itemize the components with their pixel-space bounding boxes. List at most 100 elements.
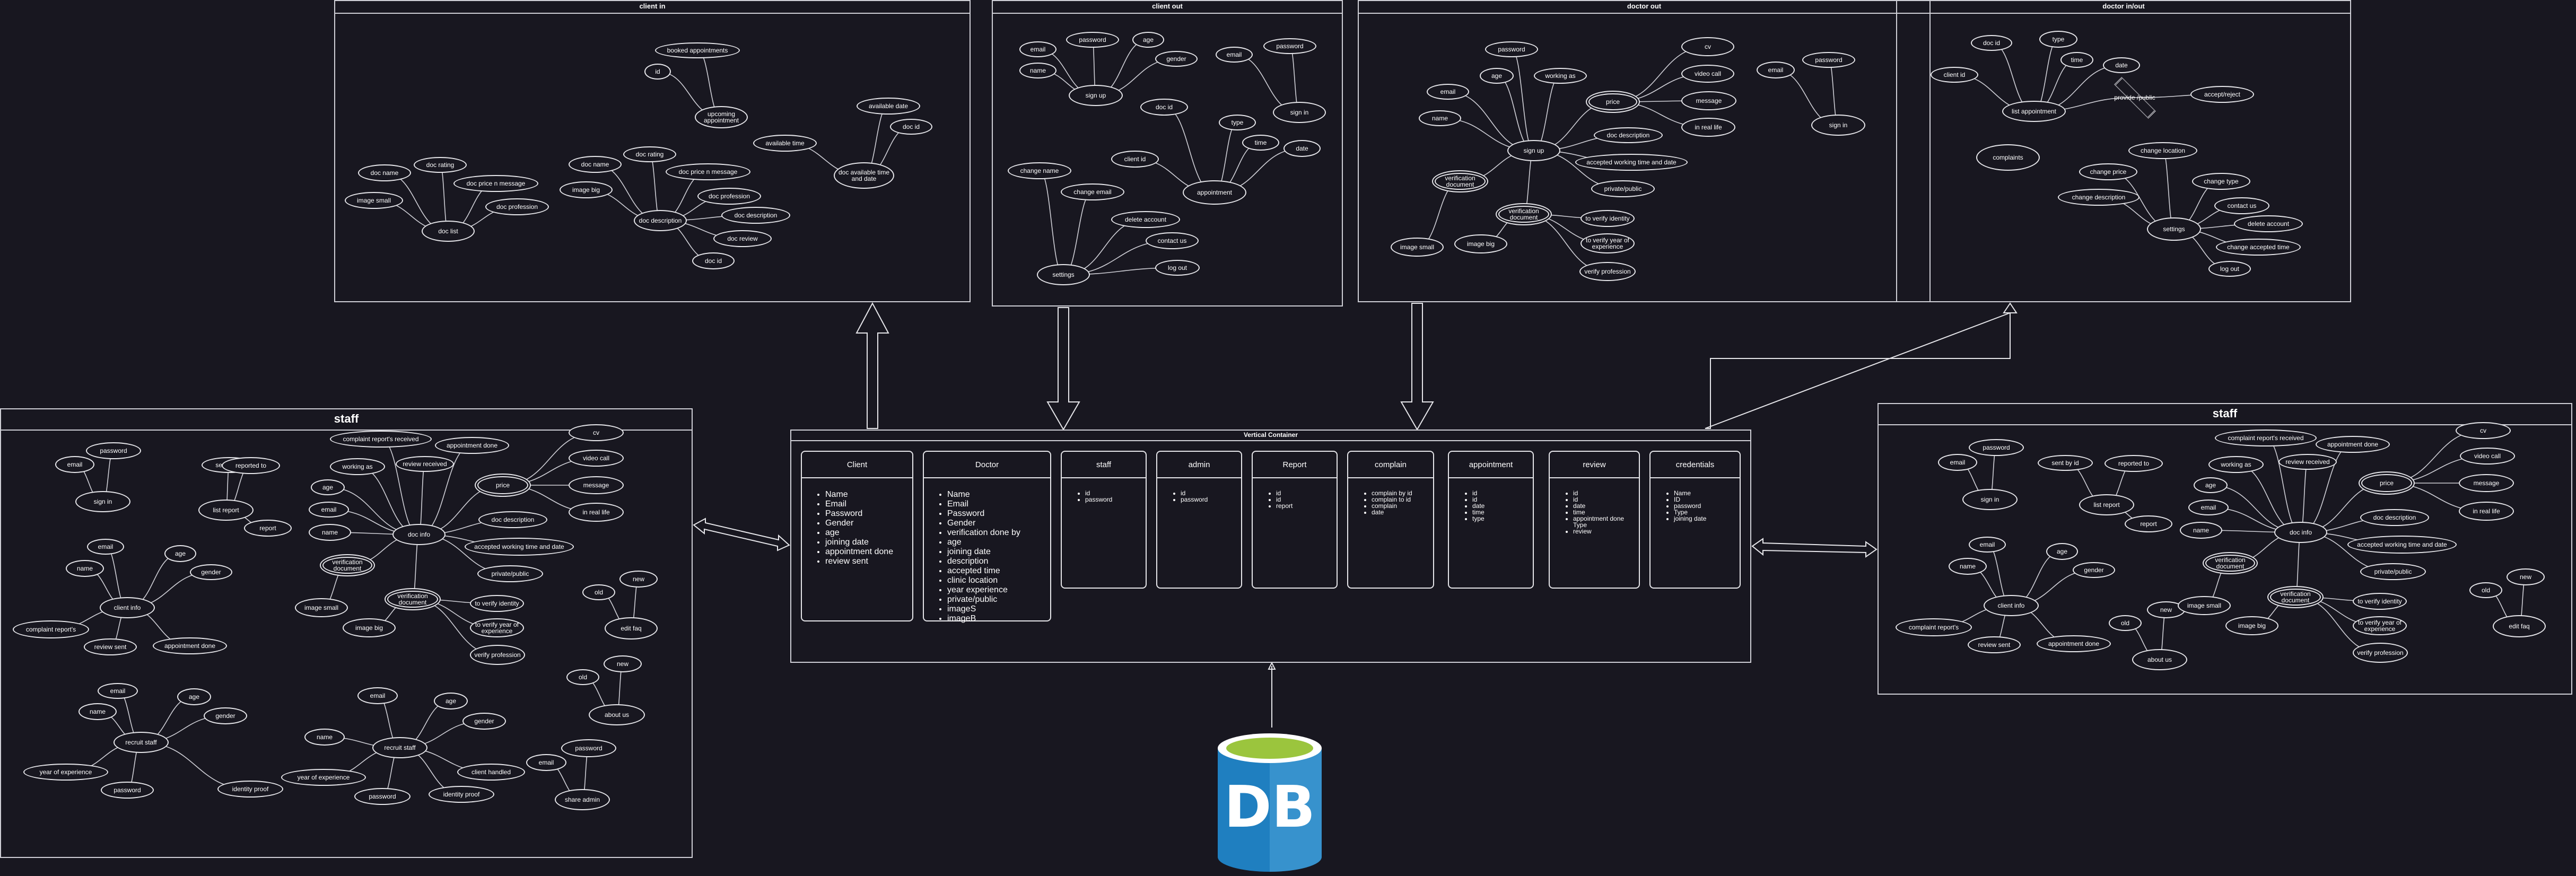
co-type-node: type xyxy=(1219,115,1256,130)
entity-field: year experience xyxy=(947,585,1050,595)
entity-complain-title: complain xyxy=(1348,452,1433,478)
co-email-2-node: email xyxy=(1216,47,1253,63)
co-change-email-node: change email xyxy=(1061,183,1124,200)
client-in-frame: client in xyxy=(334,0,971,302)
entity-field: date xyxy=(1472,503,1533,509)
sl-email-node: email xyxy=(55,456,94,473)
sl-password-3-node: password xyxy=(354,788,411,805)
entity-report: Report ididreport xyxy=(1252,451,1338,589)
arrow-staff-left xyxy=(693,518,790,551)
sr-doc-info-node: doc info xyxy=(2274,522,2327,543)
entity-staff: staff idpassword xyxy=(1061,451,1147,589)
sl-password-4-node: password xyxy=(561,739,616,757)
entity-admin: admin idpassword xyxy=(1156,451,1242,589)
di-provide-public-diamond: provide /public xyxy=(2100,81,2169,115)
entity-field: Email xyxy=(947,500,1050,509)
entity-field: clinic location xyxy=(947,576,1050,585)
entity-field: Email xyxy=(825,500,912,509)
di-change-price-node: change price xyxy=(2079,163,2137,180)
sl-identity-proof-node: identity proof xyxy=(217,781,283,798)
vertical-container-frame: Vertical Container xyxy=(790,430,1751,663)
sr-name-node: name xyxy=(2180,522,2222,539)
sr-doc-description-node: doc description xyxy=(2360,509,2429,526)
sr-reported-to-node: reported to xyxy=(2105,455,2163,472)
di-delete-account-node: delete account xyxy=(2234,215,2303,232)
client-out-frame: client out xyxy=(992,0,1343,306)
entity-field: joining date xyxy=(825,538,912,547)
sl-in-real-life-node: in real life xyxy=(569,503,624,522)
sr-about-us-node: about us xyxy=(2132,649,2187,670)
db-cylinder-body xyxy=(1218,748,1322,872)
sr-old-2-node: old xyxy=(2109,615,2142,631)
co-doc-id-node: doc id xyxy=(1140,99,1188,116)
sl-name-2-node: name xyxy=(66,560,104,577)
sl-email-2-node: email xyxy=(309,502,349,518)
do-private-public-node: private/public xyxy=(1591,180,1655,197)
entity-field: Gender xyxy=(947,519,1050,528)
doctor-out-title: doctor out xyxy=(1359,1,1929,14)
sr-age-2-node: age xyxy=(2046,543,2078,560)
entity-doctor-title: Doctor xyxy=(924,452,1050,478)
arrow-down-doctor-out xyxy=(1400,303,1434,431)
entity-complain-fields: complain by idcomplain to idcomplaindate xyxy=(1348,490,1433,515)
entity-field: imageB xyxy=(947,614,1050,624)
entity-field: time xyxy=(1472,509,1533,515)
sr-password-node: password xyxy=(1969,439,2024,456)
entity-field: age xyxy=(825,528,912,538)
do-password-2-node: password xyxy=(1802,52,1855,68)
sr-client-info-node: client info xyxy=(1984,595,2039,616)
entity-client: Client NameEmailPasswordGenderagejoining… xyxy=(801,451,913,621)
sl-gender-2-node: gender xyxy=(204,707,247,724)
entity-field: Gender xyxy=(825,519,912,528)
sl-age-node: age xyxy=(311,479,345,495)
doctor-in-frame: doctor in/out xyxy=(1896,0,2351,302)
sr-age-node: age xyxy=(2194,477,2228,493)
sl-client-handled-node: client handled xyxy=(457,764,525,781)
vertical-container-title: Vertical Container xyxy=(791,431,1750,441)
entity-field: password xyxy=(1674,503,1740,509)
doc-id-2-node: doc id xyxy=(890,119,932,135)
entity-staff-title: staff xyxy=(1062,452,1146,478)
co-name-node: name xyxy=(1019,63,1056,78)
do-working-as-node: working as xyxy=(1534,68,1587,84)
do-name-node: name xyxy=(1419,110,1461,126)
doctor-in-title: doctor in/out xyxy=(1897,1,2350,14)
booked-appointments-node: booked appointments xyxy=(655,42,740,58)
entity-field: id xyxy=(1573,496,1639,503)
doc-id-node: doc id xyxy=(692,252,735,269)
sl-doc-info-node: doc info xyxy=(392,524,446,545)
entity-admin-fields: idpassword xyxy=(1157,490,1241,503)
entity-field: id xyxy=(1472,490,1533,496)
arrow-db-head xyxy=(1268,661,1276,670)
do-price-node: price xyxy=(1588,93,1637,110)
sl-cv-node: cv xyxy=(569,424,624,441)
sr-private-public-node: private/public xyxy=(2360,563,2426,580)
do-in-real-life-node: in real life xyxy=(1681,118,1735,137)
staff-left-frame: staff xyxy=(0,408,693,858)
entity-field: id xyxy=(1085,490,1146,496)
do-password-node: password xyxy=(1485,41,1538,57)
sr-edit-faq-node: edit faq xyxy=(2493,615,2546,637)
sr-working-as-node: working as xyxy=(2208,456,2264,473)
sl-recruit-staff-2-node: recruit staff xyxy=(372,737,427,758)
co-signup-node: sign up xyxy=(1069,85,1123,106)
sr-sign-in-node: sign in xyxy=(1962,489,2018,510)
entity-field: description xyxy=(947,557,1050,566)
staff-left-title: staff xyxy=(1,409,692,431)
do-verification-document-node: verification document xyxy=(1435,173,1486,190)
co-change-name-node: change name xyxy=(1008,162,1071,179)
doc-profession-2-node: doc profession xyxy=(697,188,761,205)
sr-to-verify-year-node: to verify year of experience xyxy=(2353,616,2407,635)
co-time-node: time xyxy=(1242,135,1279,151)
entity-field: appointment done Type xyxy=(1573,515,1639,528)
entity-field: time xyxy=(1573,509,1639,515)
entity-field: imageS xyxy=(947,605,1050,614)
arrow-doctor-in-unused xyxy=(1705,302,2018,429)
di-log-out-node: log out xyxy=(2208,261,2251,277)
doc-name-node: doc name xyxy=(358,164,411,181)
sl-edit-faq-node: edit faq xyxy=(605,617,658,640)
do-email-2-node: email xyxy=(1757,62,1795,78)
sl-review-received-node: review received xyxy=(396,456,454,472)
entity-field: Name xyxy=(825,490,912,500)
sl-client-info-node: client info xyxy=(100,597,155,618)
